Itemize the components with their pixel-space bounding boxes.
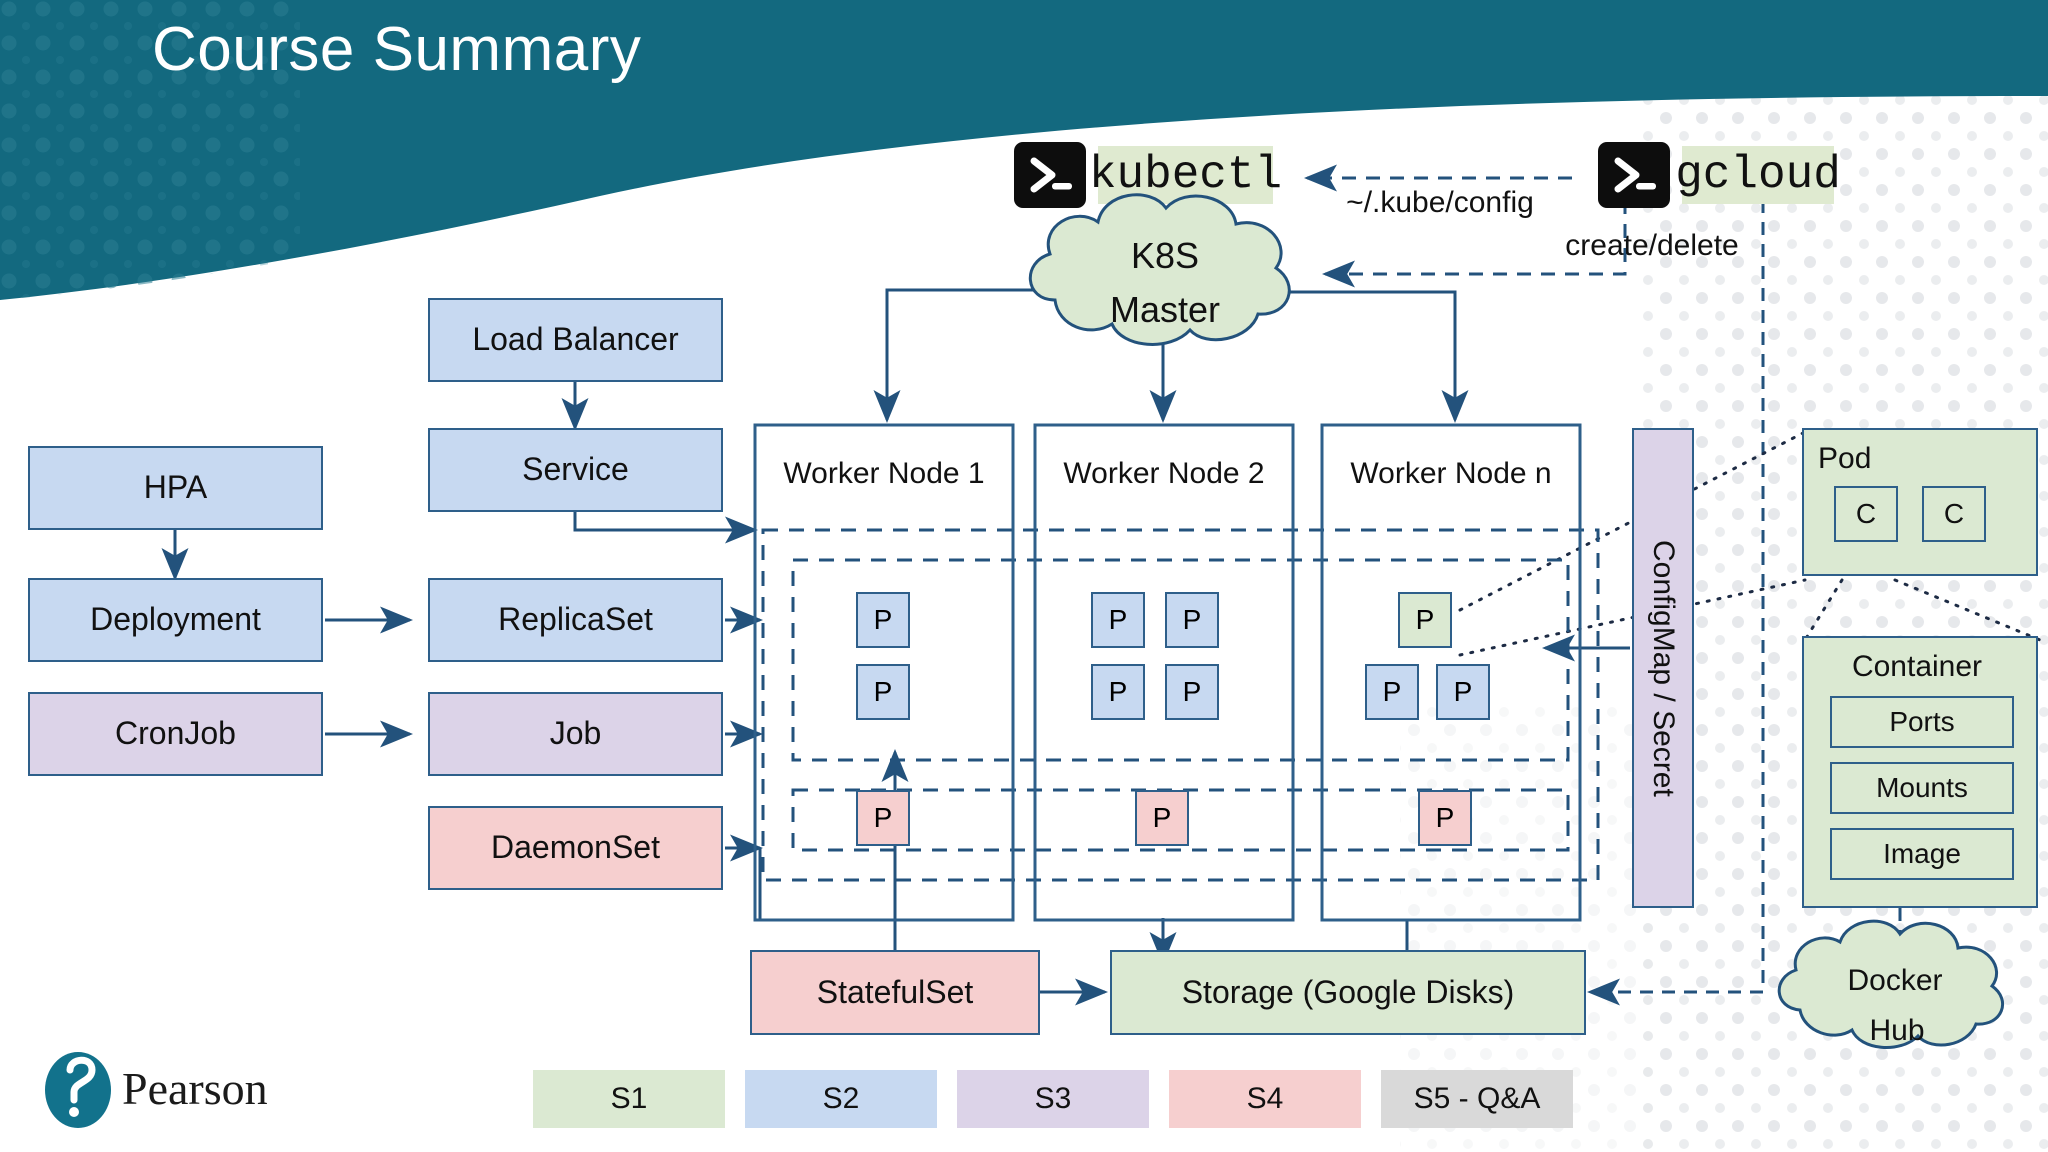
- node-job[interactable]: Job: [428, 692, 723, 776]
- node-service[interactable]: Service: [428, 428, 723, 512]
- gcloud-label: gcloud: [1675, 146, 1841, 204]
- pearson-wordmark: Pearson: [122, 1063, 268, 1114]
- legend-item-s5: S5 - Q&A: [1381, 1070, 1573, 1128]
- legend-item-s4: S4: [1169, 1070, 1361, 1128]
- docker-hub-line1: Docker: [1847, 964, 1943, 998]
- pod-n1-l1[interactable]: P: [856, 790, 910, 846]
- pod-container-c2[interactable]: C: [1922, 486, 1986, 542]
- worker-node-n-title: Worker Node n: [1350, 457, 1552, 491]
- node-hpa[interactable]: HPA: [28, 446, 323, 530]
- pod-n2-u1[interactable]: P: [1091, 592, 1145, 648]
- k8s-master-line1: K8S: [1130, 235, 1200, 277]
- container-detail-title: Container: [1851, 650, 1983, 684]
- pod-detail-title: Pod: [1818, 442, 1872, 476]
- node-statefulset[interactable]: StatefulSet: [750, 950, 1040, 1035]
- pod-nn-l1[interactable]: P: [1418, 790, 1472, 846]
- pod-n1-u1[interactable]: P: [856, 592, 910, 648]
- node-cronjob[interactable]: CronJob: [28, 692, 323, 776]
- node-deployment[interactable]: Deployment: [28, 578, 323, 662]
- pod-nn-u1[interactable]: P: [1398, 592, 1452, 648]
- legend-item-s1: S1: [533, 1070, 725, 1128]
- node-storage[interactable]: Storage (Google Disks): [1110, 950, 1586, 1035]
- pod-n2-u4[interactable]: P: [1165, 664, 1219, 720]
- legend-item-s3: S3: [957, 1070, 1149, 1128]
- docker-hub-line2: Hub: [1869, 1014, 1925, 1048]
- container-detail-box[interactable]: Container Ports Mounts Image: [1802, 636, 2038, 908]
- node-daemonset[interactable]: DaemonSet: [428, 806, 723, 890]
- worker-node-2-title: Worker Node 2: [1063, 457, 1265, 491]
- pod-n2-u3[interactable]: P: [1091, 664, 1145, 720]
- container-row-mounts[interactable]: Mounts: [1830, 762, 2014, 814]
- pod-detail-box[interactable]: Pod C C: [1802, 428, 2038, 576]
- worker-node-1-title: Worker Node 1: [783, 457, 985, 491]
- page-title: Course Summary: [152, 15, 642, 84]
- pod-n2-l1[interactable]: P: [1135, 790, 1189, 846]
- pod-n1-u2[interactable]: P: [856, 664, 910, 720]
- pod-container-c1[interactable]: C: [1834, 486, 1898, 542]
- gcloud-terminal-icon: [1598, 142, 1670, 208]
- node-configmap-secret[interactable]: ConfigMap / Secret: [1632, 428, 1694, 908]
- pod-n2-u2[interactable]: P: [1165, 592, 1219, 648]
- kubectl-terminal-icon: [1014, 142, 1086, 208]
- node-replicaset[interactable]: ReplicaSet: [428, 578, 723, 662]
- pod-nn-u3[interactable]: P: [1436, 664, 1490, 720]
- kube-config-label: ~/.kube/config: [1346, 186, 1534, 220]
- container-row-image[interactable]: Image: [1830, 828, 2014, 880]
- node-load-balancer[interactable]: Load Balancer: [428, 298, 723, 382]
- legend-item-s2: S2: [745, 1070, 937, 1128]
- container-row-ports[interactable]: Ports: [1830, 696, 2014, 748]
- pod-nn-u2[interactable]: P: [1365, 664, 1419, 720]
- create-delete-label: create/delete: [1565, 229, 1739, 263]
- k8s-master-line2: Master: [1109, 289, 1221, 331]
